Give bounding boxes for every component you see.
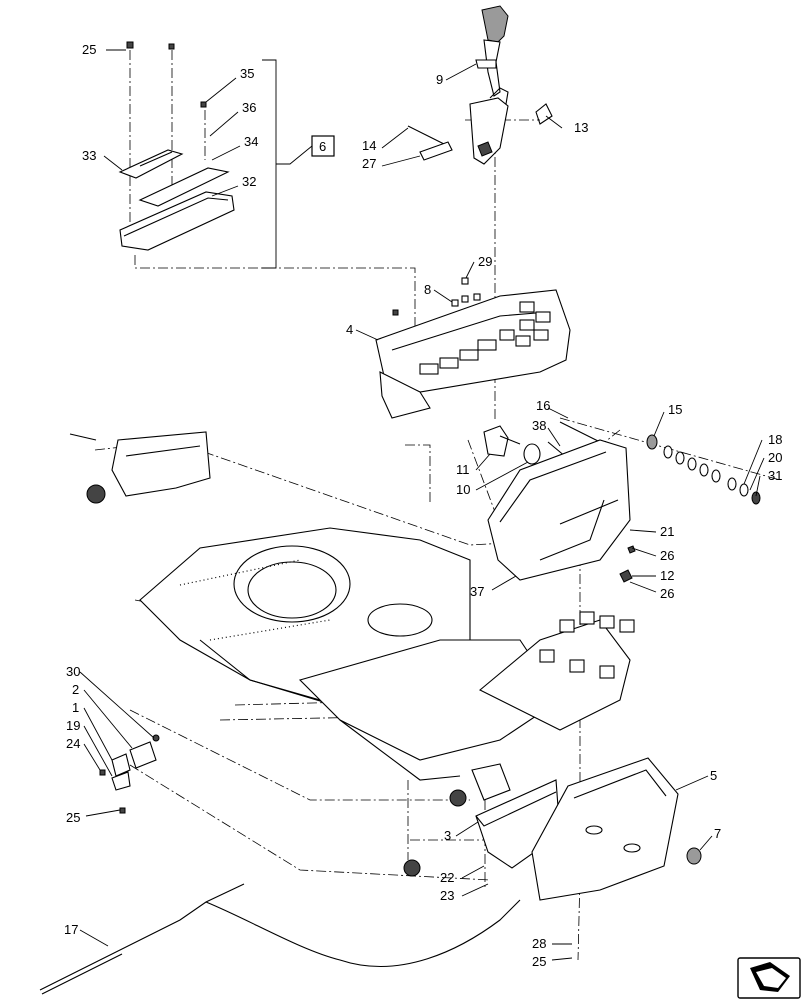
screw-console xyxy=(392,309,399,316)
armrest-32 xyxy=(119,191,235,251)
electronics-block xyxy=(539,611,635,679)
callout-28: 28 xyxy=(532,936,546,951)
pin-14 xyxy=(407,125,449,147)
callout-5: 5 xyxy=(710,768,717,783)
callout-24: 24 xyxy=(66,736,80,751)
callout-7: 7 xyxy=(714,826,721,841)
callout-labels: 25 35 36 34 33 32 6 9 13 14 27 29 8 4 16… xyxy=(64,42,782,969)
callout-32: 32 xyxy=(242,174,256,189)
cable-17 xyxy=(39,883,521,995)
callout-27: 27 xyxy=(362,156,376,171)
console-4 xyxy=(375,277,571,419)
nut-29 xyxy=(461,277,469,285)
washer-10 xyxy=(523,443,541,465)
callout-35: 35 xyxy=(240,66,254,81)
callout-4: 4 xyxy=(346,322,353,337)
knob-low xyxy=(403,859,421,877)
callout-26: 26 xyxy=(660,548,674,563)
callout-3: 3 xyxy=(444,828,451,843)
washer-stack xyxy=(646,434,761,505)
callout-9: 9 xyxy=(436,72,443,87)
shift-lever xyxy=(407,5,553,165)
support-21 xyxy=(487,439,631,581)
cab-floor xyxy=(139,527,631,781)
storage-bins xyxy=(403,757,702,901)
pad-34 xyxy=(138,167,230,207)
callout-31: 31 xyxy=(768,468,782,483)
screw-35 xyxy=(200,101,207,108)
bracket-11 xyxy=(483,425,509,457)
lever-bracket xyxy=(469,97,509,165)
callout-33: 33 xyxy=(82,148,96,163)
arrow-badge-icon xyxy=(737,957,801,999)
clip-13 xyxy=(535,103,553,125)
callout-1: 1 xyxy=(72,700,79,715)
bin-5 xyxy=(531,757,679,901)
screw-25-top xyxy=(126,41,134,49)
callout-10: 10 xyxy=(456,482,470,497)
callout-26: 26 xyxy=(660,586,674,601)
armrest-kit xyxy=(118,41,335,269)
right-support-frame xyxy=(483,421,761,583)
callout-15: 15 xyxy=(668,402,682,417)
bracket-33 xyxy=(118,149,184,179)
leader-lines xyxy=(79,49,765,961)
callout-8: 8 xyxy=(424,282,431,297)
callout-36: 36 xyxy=(242,100,256,115)
knob-mid xyxy=(449,789,467,807)
sleeve-27 xyxy=(419,141,453,161)
callout-25: 25 xyxy=(532,954,546,969)
left-bracket xyxy=(69,431,211,504)
plug-7 xyxy=(686,847,702,865)
screw-top-2 xyxy=(168,43,175,50)
floor-opening xyxy=(233,545,351,623)
callout-23: 23 xyxy=(440,888,454,903)
knob-left xyxy=(86,484,106,504)
callout-18: 18 xyxy=(768,432,782,447)
nut-8c xyxy=(473,293,481,301)
callout-13: 13 xyxy=(574,120,588,135)
callout-29: 29 xyxy=(478,254,492,269)
small-fastener-group xyxy=(99,734,160,814)
switch-banks xyxy=(419,301,551,375)
callout-2: 2 xyxy=(72,682,79,697)
callout-14: 14 xyxy=(362,138,376,153)
callout-38: 38 xyxy=(532,418,546,433)
callout-21: 21 xyxy=(660,524,674,539)
lever-knob xyxy=(481,5,509,43)
callout-25: 25 xyxy=(82,42,96,57)
callout-17: 17 xyxy=(64,922,78,937)
callout-20: 20 xyxy=(768,450,782,465)
nut-8b xyxy=(461,295,469,303)
callout-22: 22 xyxy=(440,870,454,885)
callout-11: 11 xyxy=(456,462,470,477)
callout-25: 25 xyxy=(66,810,80,825)
callout-19: 19 xyxy=(66,718,80,733)
callout-6: 6 xyxy=(319,139,326,154)
callout-16: 16 xyxy=(536,398,550,413)
callout-30: 30 xyxy=(66,664,80,679)
callout-37: 37 xyxy=(470,584,484,599)
nut-8a xyxy=(451,299,459,307)
callout-12: 12 xyxy=(660,568,674,583)
callout-34: 34 xyxy=(244,134,258,149)
